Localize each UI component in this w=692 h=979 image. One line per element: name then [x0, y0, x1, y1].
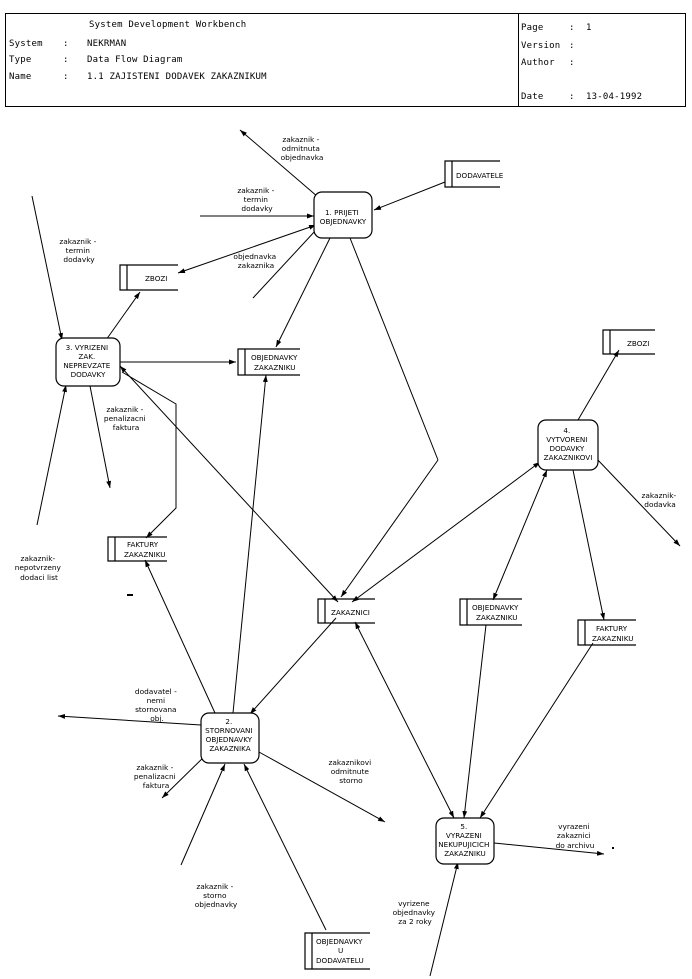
flow-p1-objednavky	[275, 237, 331, 348]
process-stornovani-objednavky: 2. STORNOVANI OBJEDNAVKY ZAKAZNIKA	[200, 712, 260, 764]
store-objednavky-zakazniku: OBJEDNAVKY ZAKAZNIKU	[459, 598, 522, 626]
flow-label: zakaznik - penalizacni faktura	[134, 763, 178, 790]
system-label: System	[9, 39, 43, 49]
version-label: Version	[521, 41, 561, 51]
process-vytvoreni-dodavky: 4. VYTVORENI DODAVKY ZAKAZNIKOVI	[537, 419, 599, 471]
flow-label: zakaznik - penalizacni faktura	[104, 405, 148, 432]
flow-storno-objednavky	[180, 763, 226, 866]
flow-label: vyrizene objednavky za 2 roky	[393, 899, 438, 926]
flow-zakaznici-p4	[351, 461, 541, 603]
title-block-divider	[518, 14, 520, 106]
flow-dodavatele-to-p1	[373, 181, 446, 211]
svg-text:FAKTURY ZAKAZNIKU: FAKTURY ZAKAZNIKU	[124, 540, 166, 559]
flow-p2-faktury	[144, 559, 216, 714]
flow-penalizacni-p2	[161, 751, 210, 799]
store-faktury-zakazniku: FAKTURY ZAKAZNIKU	[107, 536, 167, 562]
flow-objednavka-zakaznika	[252, 229, 317, 299]
store-zbozi: ZBOZI	[602, 329, 655, 355]
flow-label: vyrazeni zakaznici do archivu	[556, 822, 595, 850]
flow-p1-zakaznici	[349, 237, 439, 461]
system-value: NEKRMAN	[87, 39, 127, 49]
process-label: 2. STORNOVANI OBJEDNAVKY ZAKAZNIKA	[205, 717, 255, 753]
author-label: Author	[521, 58, 555, 68]
flow-p4-zbozi	[577, 349, 620, 421]
process-vyrazeni-nekupujicich: 5. VYRAZENI NEKUPUJICICH ZAKAZNIKU	[435, 817, 495, 865]
flow-objednavky-p5	[462, 624, 487, 819]
flow-odmitnute-storno	[258, 751, 386, 823]
flow-label: zakaznik- nepotvrzeny dodaci list	[15, 554, 64, 582]
type-value: Data Flow Diagram	[87, 55, 183, 65]
flow-p1-zakaznici-2	[340, 459, 439, 598]
colon: :	[569, 23, 575, 33]
flow-p2-objednavky	[232, 374, 268, 714]
flow-label: objednavka zakaznika	[233, 252, 278, 270]
store-zbozi: ZBOZI	[119, 264, 178, 291]
flow-termin-dodavky-p3	[31, 195, 63, 341]
colon: :	[569, 92, 575, 102]
title-block: System Development Workbench System : NE…	[5, 13, 686, 107]
colon: :	[63, 55, 69, 65]
flow-label: dodavatel - nemi stornovana obj.	[135, 687, 179, 723]
process-vyrizeni-neprevzate-dodavky: 3. VYRIZENI ZAK. NEPREVZATE DODAVKY	[55, 337, 121, 387]
flow-p4-dodavka	[595, 457, 681, 547]
scan-mark	[127, 594, 133, 596]
flow-label: zakaznik - termin dodavky	[237, 186, 276, 213]
process-prijeti-objednavky: 1. PRIJETI OBJEDNAVKY	[313, 191, 373, 239]
process-label: 5. VYRAZENI NEKUPUJICICH ZAKAZNIKU	[438, 822, 491, 858]
flow-label: zakaznikovi odmitnute storno	[328, 758, 373, 785]
name-label: Name	[9, 72, 32, 82]
flow-label: zakaznik - storno objednavky	[195, 882, 238, 909]
type-label: Type	[9, 55, 32, 65]
colon: :	[569, 58, 575, 68]
name-value: 1.1 ZAJISTENI DODAVEK ZAKAZNIKUM	[87, 72, 267, 82]
colon: :	[63, 39, 69, 49]
store-objednavky-u-dodavatelu: OBJEDNAVKY U DODAVATELU	[304, 932, 370, 970]
svg-text:DODAVATELE: DODAVATELE	[456, 171, 504, 180]
scan-mark	[612, 847, 614, 849]
flow-penalizacni-p3	[89, 385, 112, 489]
flow-label: zakaznik - odmitnuta objednavka	[281, 135, 324, 162]
date-value: 13-04-1992	[586, 92, 643, 102]
process-label: 3. VYRIZENI ZAK. NEPREVZATE DODAVKY	[63, 343, 112, 379]
flow-label: zakaznik- dodavka	[641, 491, 678, 509]
flow-nepotvrzeny-list	[36, 384, 67, 526]
flow-p4-faktury	[572, 469, 605, 621]
flow-label: zakaznik - termin dodavky	[59, 237, 98, 264]
date-label: Date	[521, 92, 544, 102]
flow-zakaznici-p2	[249, 617, 337, 715]
svg-text:FAKTURY ZAKAZNIKU: FAKTURY ZAKAZNIKU	[592, 624, 634, 643]
store-dodavatele: DODAVATELE	[444, 160, 504, 188]
svg-text:ZBOZI: ZBOZI	[145, 274, 167, 283]
store-zakaznici: ZAKAZNICI	[317, 598, 375, 624]
flow-zakaznici-p5	[354, 621, 455, 819]
svg-text:ZAKAZNICI: ZAKAZNICI	[331, 608, 370, 617]
colon: :	[63, 72, 69, 82]
flow-faktury-p5	[479, 642, 594, 819]
page-value: 1	[586, 23, 592, 33]
svg-text:OBJEDNAVKY ZAKAZNIKU: OBJEDNAVKY ZAKAZNIKU	[251, 353, 300, 372]
flow-vyrazeni-archiv	[493, 842, 605, 856]
flow-zakaznici-p3	[119, 365, 339, 603]
page-label: Page	[521, 23, 544, 33]
flow-lines	[31, 129, 681, 977]
flow-p1-zbozi	[177, 224, 317, 274]
svg-text:OBJEDNAVKY ZAKAZNIKU: OBJEDNAVKY ZAKAZNIKU	[472, 603, 521, 622]
flow-vyrizene-objednavky	[429, 861, 459, 977]
store-objednavky-zakazniku: OBJEDNAVKY ZAKAZNIKU	[237, 348, 300, 376]
flow-dodavatel-stornovana	[57, 713, 202, 726]
flow-objednavky-u-p2	[243, 763, 327, 931]
store-faktury-zakazniku: FAKTURY ZAKAZNIKU	[577, 619, 636, 646]
flow-p3-zbozi	[105, 291, 141, 341]
process-label: 1. PRIJETI OBJEDNAVKY	[320, 208, 367, 226]
svg-text:ZBOZI: ZBOZI	[627, 339, 649, 348]
flow-odmitnuta-objednavka	[239, 129, 319, 198]
process-label: 4. VYTVORENI DODAVKY ZAKAZNIKOVI	[544, 426, 593, 462]
flow-p4-objednavky	[492, 469, 548, 601]
colon: :	[569, 41, 575, 51]
tool-name: System Development Workbench	[89, 20, 247, 30]
svg-text:OBJEDNAVKY U D: OBJEDNAVKY U DODAVATELU	[316, 937, 365, 965]
